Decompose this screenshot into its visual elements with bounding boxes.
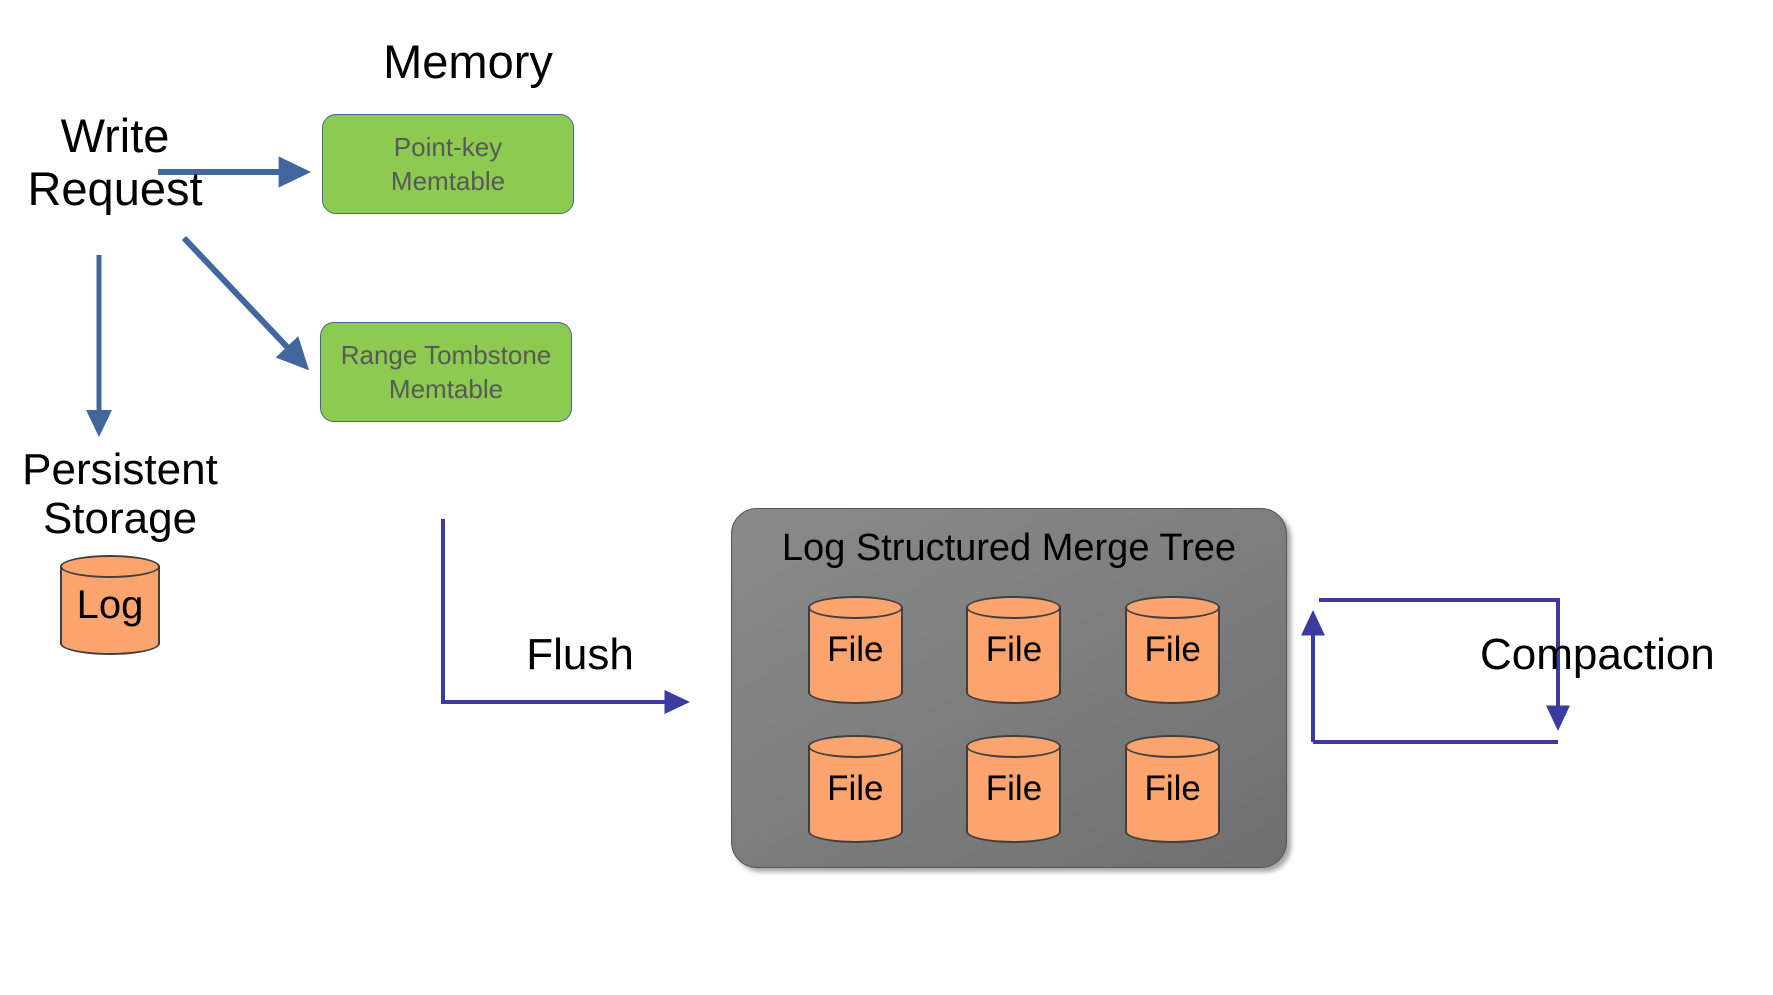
- cylinder-body: [966, 746, 1062, 833]
- file-cylinder-4[interactable]: File: [807, 735, 903, 844]
- cylinder-body: [807, 606, 903, 693]
- compaction-edge-label: Compaction: [1480, 630, 1715, 679]
- arrow-write-to-range-tombstone-memtable: [181, 235, 310, 371]
- file-cylinder-label: File: [1144, 769, 1201, 809]
- cylinder-body: [1125, 606, 1221, 693]
- file-cell: File: [1101, 727, 1244, 853]
- file-cylinder-5[interactable]: File: [966, 735, 1062, 844]
- lsm-tree-container[interactable]: Log Structured Merge Tree File File: [731, 508, 1287, 868]
- cylinder-top: [1125, 735, 1221, 759]
- memory-label: Memory: [383, 35, 553, 88]
- persistent-storage-label: Persistent Storage: [22, 445, 218, 544]
- arrow-flush: [441, 519, 690, 714]
- cylinder-top: [966, 595, 1062, 619]
- file-cylinder-6[interactable]: File: [1125, 735, 1221, 844]
- cylinder-top: [807, 595, 903, 619]
- file-cylinder-2[interactable]: File: [966, 595, 1062, 704]
- file-cell: File: [1101, 587, 1244, 713]
- file-cylinder-3[interactable]: File: [1125, 595, 1221, 704]
- lsm-tree-title: Log Structured Merge Tree: [781, 527, 1237, 569]
- write-request-label: Write Request: [27, 109, 203, 215]
- cylinder-body: [60, 566, 160, 644]
- flush-edge-label: Flush: [526, 630, 634, 679]
- point-key-memtable-node[interactable]: Point-key Memtable: [322, 114, 574, 214]
- cylinder-body: [807, 746, 903, 833]
- file-cell: File: [943, 727, 1086, 853]
- point-key-memtable-label: Point-key Memtable: [390, 131, 506, 196]
- file-cylinder-label: File: [985, 629, 1043, 669]
- lsm-file-grid: File File File: [784, 587, 1244, 852]
- file-cylinder-label: File: [827, 629, 884, 669]
- cylinder-body: [966, 606, 1062, 693]
- file-cell: File: [784, 727, 927, 853]
- log-cylinder-node[interactable]: Log: [60, 555, 160, 655]
- file-cylinder-label: File: [1144, 629, 1201, 669]
- range-tombstone-memtable-label: Range Tombstone Memtable: [340, 339, 552, 404]
- log-cylinder-label: Log: [76, 582, 144, 627]
- cylinder-top: [60, 555, 160, 578]
- cylinder-body: [1125, 746, 1221, 833]
- arrow-compaction: [1301, 598, 1570, 744]
- file-cylinder-label: File: [985, 769, 1043, 809]
- file-cell: File: [784, 587, 927, 713]
- range-tombstone-memtable-node[interactable]: Range Tombstone Memtable: [320, 322, 572, 422]
- file-cylinder-label: File: [827, 769, 884, 809]
- file-cylinder-1[interactable]: File: [807, 595, 903, 704]
- cylinder-top: [966, 735, 1062, 759]
- file-cell: File: [943, 587, 1086, 713]
- cylinder-top: [807, 735, 903, 759]
- cylinder-top: [1125, 595, 1221, 619]
